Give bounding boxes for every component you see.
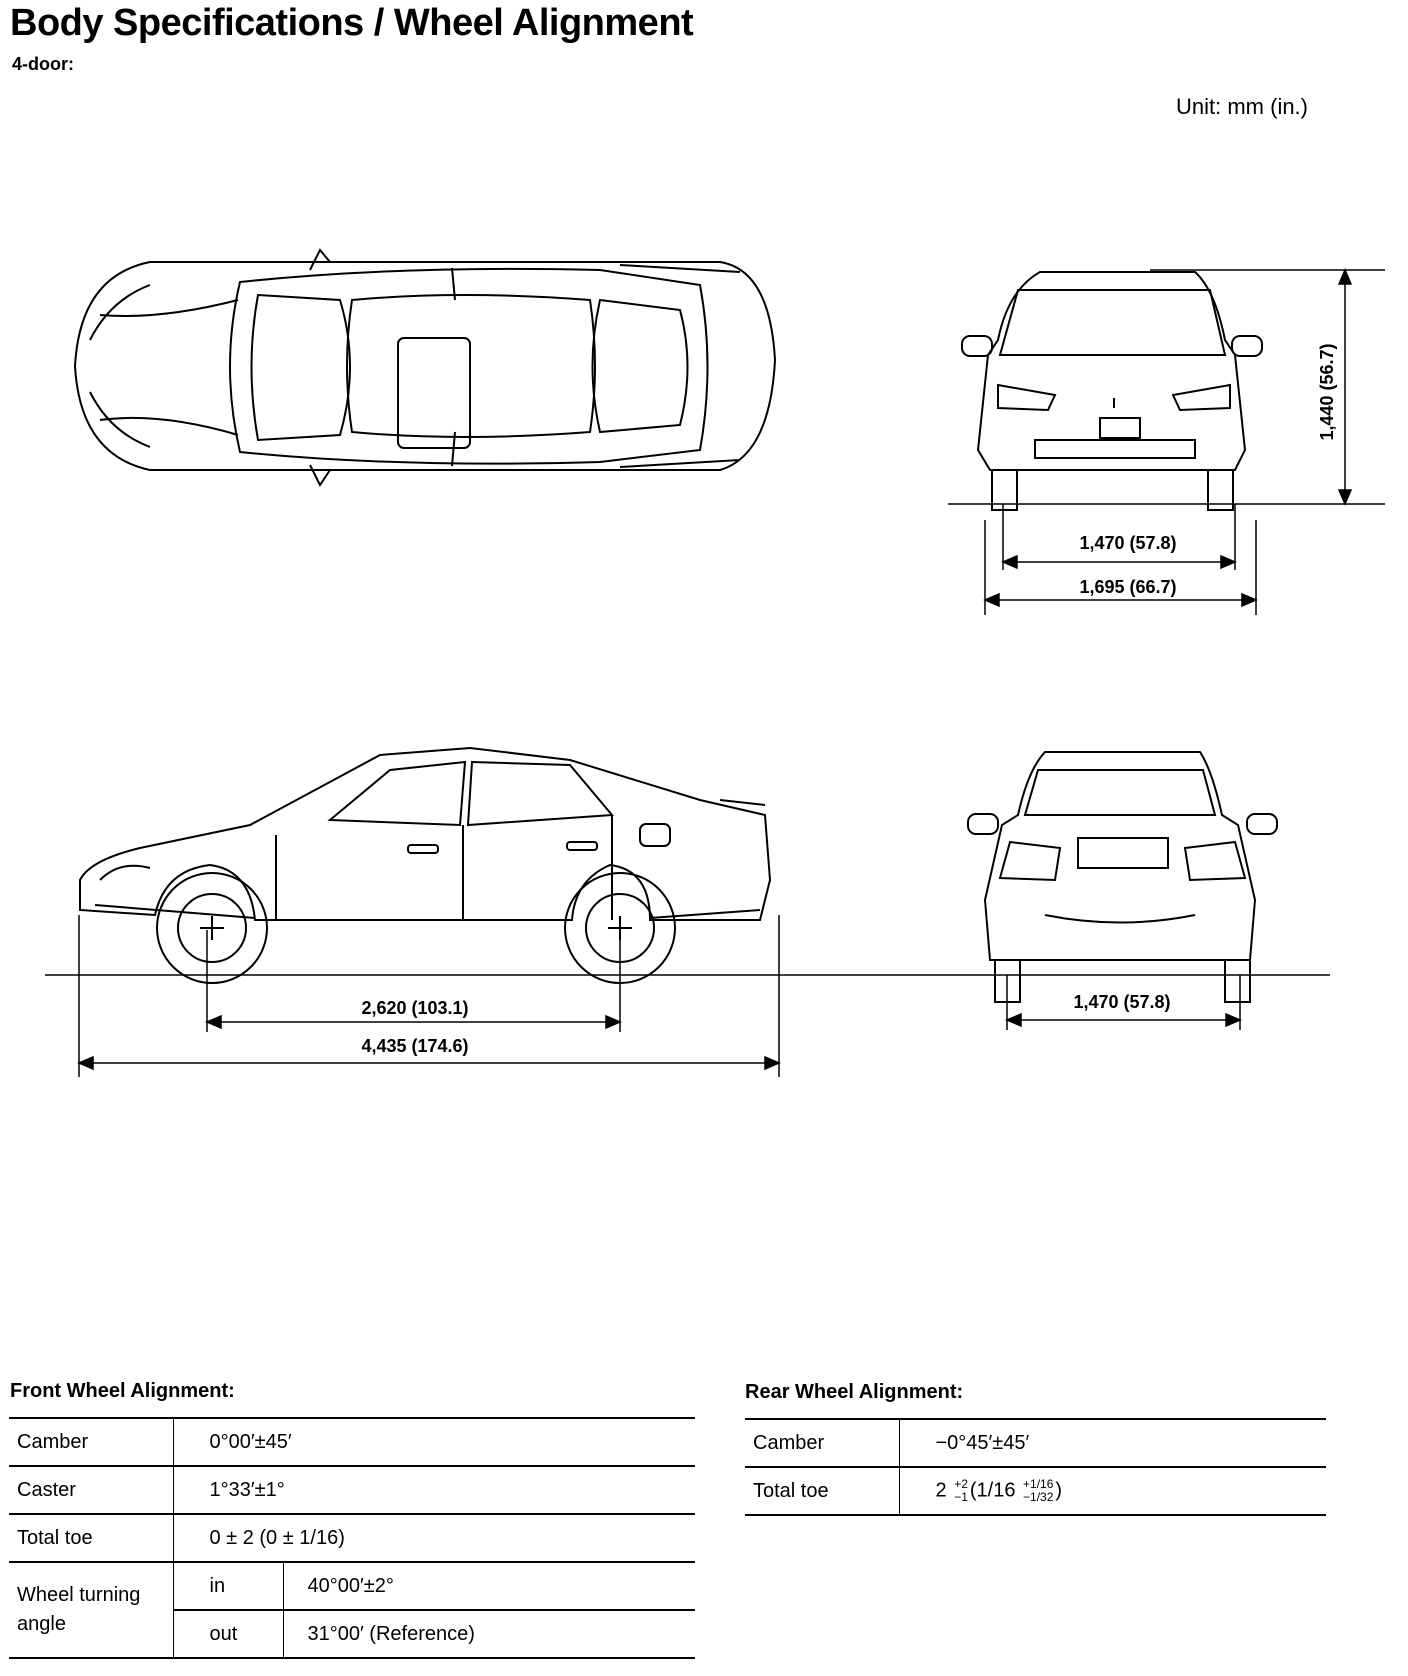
table-row: Camber 0°00′±45′	[9, 1417, 695, 1467]
spec-sublabel: in	[173, 1562, 284, 1611]
rear-tread-dimension: 1,470 (57.8)	[1073, 992, 1170, 1012]
toe-mm-plus: +2	[954, 1477, 968, 1491]
spec-value: −0°45′±45′	[899, 1418, 1326, 1468]
table-row: out 31°00′ (Reference)	[9, 1610, 695, 1659]
rear-alignment-table: Camber −0°45′±45′ Total toe 2 +2 −1 (1/1…	[745, 1418, 1326, 1516]
car-top-view	[73, 248, 777, 487]
spec-value: 31°00′ (Reference)	[283, 1610, 695, 1659]
page-title: Body Specifications / Wheel Alignment	[10, 2, 694, 44]
body-type-label: 4-door:	[12, 54, 74, 74]
toe-inch-plus: +1/16	[1023, 1477, 1054, 1491]
spec-label: Caster	[9, 1466, 174, 1515]
toe-close-paren: )	[1055, 1479, 1063, 1502]
spec-value: 0°00′±45′	[173, 1417, 695, 1467]
car-rear-view	[967, 751, 1278, 1003]
spec-value: 40°00′±2°	[283, 1562, 695, 1611]
toe-mm-value: 2	[935, 1479, 947, 1502]
spec-sublabel: out	[173, 1610, 284, 1659]
spec-value: 2 +2 −1 (1/16 +1/16 −1/32 )	[899, 1467, 1326, 1516]
spec-value: 0 ± 2 (0 ± 1/16)	[173, 1514, 695, 1563]
height-dimension: 1,440 (56.7)	[1317, 343, 1337, 440]
table-row: Caster 1°33′±1°	[9, 1466, 695, 1515]
car-front-view	[961, 271, 1263, 511]
toe-mm-minus: −1	[954, 1490, 968, 1504]
spec-label: Wheel turning angle	[9, 1562, 174, 1659]
unit-label: Unit: mm (in.)	[1176, 94, 1308, 119]
overall-length-dimension: 4,435 (174.6)	[361, 1036, 468, 1056]
table-row: Camber −0°45′±45′	[745, 1418, 1326, 1468]
table-row: Wheel turning angle in 40°00′±2°	[9, 1562, 695, 1659]
table-row: Total toe 2 +2 −1 (1/16 +1/16 −1/32 )	[745, 1467, 1326, 1516]
rear-alignment-title: Rear Wheel Alignment:	[745, 1381, 964, 1403]
toe-inch-value: (1/16	[969, 1479, 1016, 1502]
overall-width-dimension: 1,695 (66.7)	[1079, 577, 1176, 597]
spec-label: Total toe	[745, 1467, 900, 1516]
spec-label: Camber	[745, 1418, 900, 1468]
front-alignment-table: Camber 0°00′±45′ Caster 1°33′±1° Total t…	[9, 1417, 695, 1659]
front-alignment-title: Front Wheel Alignment:	[10, 1380, 235, 1402]
front-tread-dimension: 1,470 (57.8)	[1079, 533, 1176, 553]
spec-value: 1°33′±1°	[173, 1466, 695, 1515]
table-row: Total toe 0 ± 2 (0 ± 1/16)	[9, 1514, 695, 1563]
wheelbase-dimension: 2,620 (103.1)	[361, 998, 468, 1018]
spec-label: Total toe	[9, 1514, 174, 1563]
toe-inch-minus: −1/32	[1023, 1490, 1054, 1504]
car-side-view	[79, 746, 772, 984]
spec-label: Camber	[9, 1417, 174, 1467]
